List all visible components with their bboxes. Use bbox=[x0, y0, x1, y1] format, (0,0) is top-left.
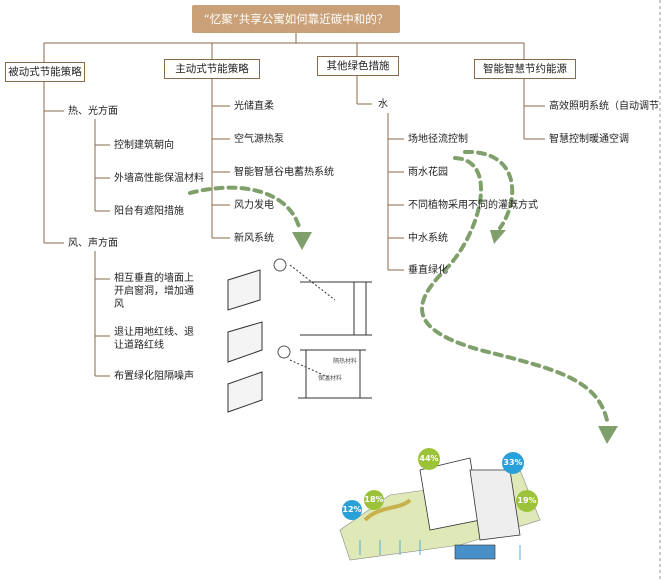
green-item: 不同植物采用不同的灌溉方式 bbox=[408, 200, 538, 211]
percent-badge-44: 44% bbox=[418, 448, 440, 470]
active-item: 光储直柔 bbox=[234, 101, 274, 112]
green-measures-box: 其他绿色措施 bbox=[317, 56, 399, 76]
heat-light-heading: 热、光方面 bbox=[68, 106, 118, 117]
active-item: 空气源热泵 bbox=[234, 134, 284, 145]
insulation-label: 隔热材料 bbox=[333, 358, 358, 365]
passive-heat-item: 阳台有遮阳措施 bbox=[114, 206, 184, 217]
green-item: 垂直绿化 bbox=[408, 265, 448, 276]
wind-sound-heading: 风、声方面 bbox=[68, 238, 118, 249]
passive-heat-item: 外墙高性能保温材料 bbox=[114, 173, 204, 184]
green-item: 雨水花园 bbox=[408, 167, 448, 178]
passive-strategy-box: 被动式节能策略 bbox=[5, 62, 85, 82]
active-item: 智能智慧谷电蓄热系统 bbox=[234, 167, 334, 178]
percent-badge-12: 12% bbox=[342, 500, 362, 520]
green-item: 中水系统 bbox=[408, 233, 448, 244]
water-heading: 水 bbox=[378, 99, 388, 110]
smart-energy-box: 智能智慧节约能源 bbox=[474, 59, 576, 79]
passive-wind-item: 退让用地红线、退让道路红线 bbox=[114, 327, 194, 351]
smart-item: 智慧控制暖通空调 bbox=[549, 134, 629, 145]
insulation-label: 保温材料 bbox=[318, 375, 343, 382]
passive-wind-item: 布置绿化阻隔噪声 bbox=[114, 371, 194, 382]
percent-badge-33: 33% bbox=[502, 452, 524, 474]
passive-heat-item: 控制建筑朝向 bbox=[114, 140, 174, 151]
active-item: 新风系统 bbox=[234, 233, 274, 244]
active-item: 风力发电 bbox=[234, 200, 274, 211]
percent-badge-18: 18% bbox=[364, 490, 384, 510]
passive-wind-item: 相互垂直的墙面上开启窗洞，增加通风 bbox=[114, 273, 194, 310]
percent-badge-19: 19% bbox=[516, 490, 538, 512]
diagram-title: “忆聚”共享公寓如何靠近碳中和的？ bbox=[192, 5, 400, 33]
green-item: 场地径流控制 bbox=[408, 134, 468, 145]
active-strategy-box: 主动式节能策略 bbox=[164, 59, 260, 79]
smart-item: 高效照明系统（自动调节室内 bbox=[549, 101, 659, 112]
